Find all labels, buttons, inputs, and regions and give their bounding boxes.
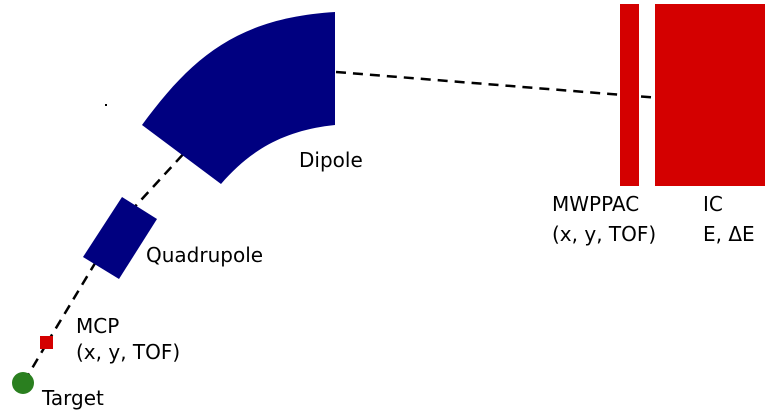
quadrupole-label: Quadrupole: [146, 243, 264, 267]
ic-measurement-label: E, ΔE: [703, 222, 755, 246]
mcp-measurement-label: (x, y, TOF): [76, 340, 181, 364]
target-marker: [12, 372, 34, 394]
mwppac-measurement-label: (x, y, TOF): [552, 222, 657, 246]
beam-path-dipole-to-detectors: [335, 70, 661, 100]
stray-mark: [105, 104, 107, 106]
ic-detector: [655, 4, 765, 186]
mwppac-label: MWPPAC: [552, 192, 640, 216]
beam-path-mcp-to-quadrupole: [45, 254, 102, 344]
mcp-detector: [40, 336, 53, 349]
mwppac-detector: [620, 4, 639, 186]
beam-path-quadrupole-to-dipole: [129, 149, 188, 213]
mcp-label: MCP: [76, 314, 120, 338]
dipole-label: Dipole: [299, 148, 363, 172]
target-label: Target: [42, 386, 104, 410]
quadrupole-magnet: [83, 197, 157, 279]
dipole-magnet: [142, 12, 335, 184]
ic-label: IC: [703, 192, 723, 216]
